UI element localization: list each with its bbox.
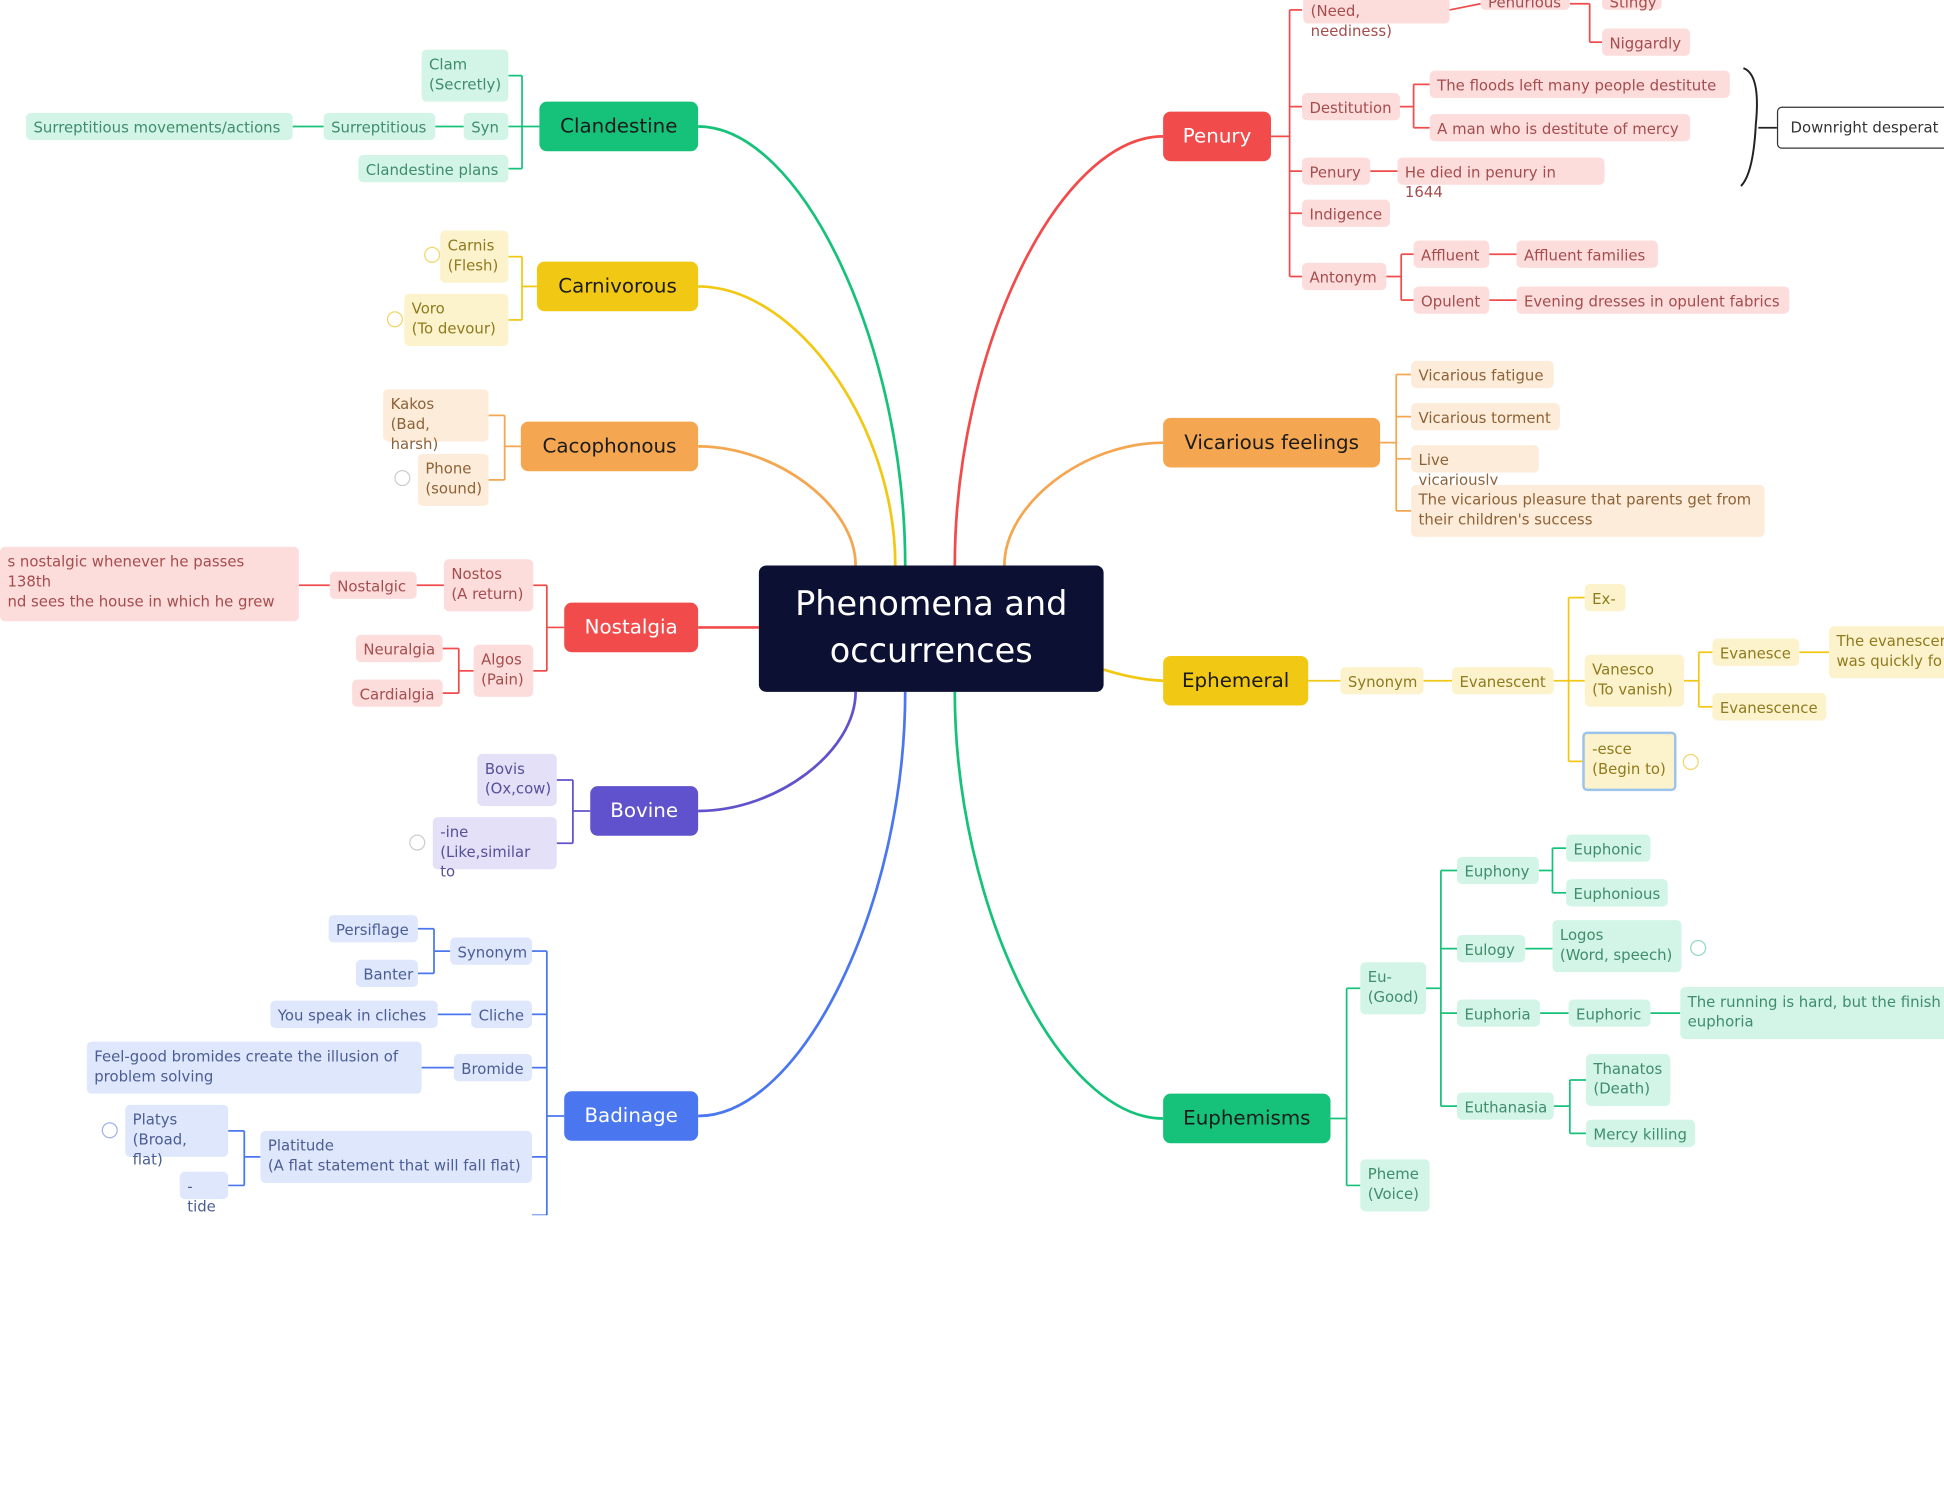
clandestine-plans[interactable]: Clandestine plans bbox=[358, 155, 509, 183]
topic-clandestine[interactable]: Clandestine bbox=[539, 101, 699, 152]
vicarious-torment[interactable]: Vicarious torment bbox=[1411, 403, 1560, 431]
badinage-synonym[interactable]: Synonym bbox=[450, 937, 532, 965]
euphemisms-eu[interactable]: Eu- (Good) bbox=[1360, 962, 1426, 1015]
cacophonous-kakos[interactable]: Kakos (Bad, harsh) bbox=[383, 389, 489, 453]
nostalgia-neuralgia[interactable]: Neuralgia bbox=[355, 634, 443, 663]
ephemeral-evanesce[interactable]: Evanesce bbox=[1712, 638, 1800, 666]
penury-penurious[interactable]: Penurious bbox=[1480, 0, 1570, 11]
cacophonous-phone[interactable]: Phone (sound) bbox=[417, 453, 489, 506]
vicarious-fatigue[interactable]: Vicarious fatigue bbox=[1411, 360, 1554, 389]
bovine-bovis[interactable]: Bovis (Ox,cow) bbox=[477, 753, 557, 806]
clandestine-surreptitious-movements[interactable]: Surreptitious movements/actions bbox=[26, 112, 293, 141]
connector bbox=[698, 691, 857, 813]
euphemisms-logos[interactable]: Logos (Word, speech) bbox=[1552, 920, 1682, 973]
euphemisms-mercy[interactable]: Mercy killing bbox=[1585, 1119, 1696, 1147]
ephemeral-ex[interactable]: Ex- bbox=[1584, 584, 1626, 612]
penury-man[interactable]: A man who is destitute of mercy bbox=[1429, 114, 1691, 142]
penury-opulent[interactable]: Opulent bbox=[1413, 286, 1490, 314]
nostalgia-cardialgia[interactable]: Cardialgia bbox=[352, 679, 443, 707]
badinage-tide[interactable]: -tide bbox=[179, 1171, 229, 1215]
badinage-persiflage[interactable]: Persiflage bbox=[328, 915, 418, 943]
nostalgia-nostos[interactable]: Nostos (A return) bbox=[443, 559, 534, 612]
ine-marker-icon[interactable] bbox=[409, 834, 426, 851]
carnis-marker-icon[interactable] bbox=[424, 246, 441, 263]
nostalgia-sentence[interactable]: s nostalgic whenever he passes 138th nd … bbox=[0, 546, 299, 622]
ephemeral-esce[interactable]: -esce (Begin to) bbox=[1582, 731, 1677, 792]
badinage-banter[interactable]: Banter bbox=[355, 959, 418, 988]
topic-ephemeral[interactable]: Ephemeral bbox=[1163, 655, 1309, 706]
ephemeral-evanescence[interactable]: Evanescence bbox=[1712, 693, 1827, 721]
penury-evening[interactable]: Evening dresses in opulent fabrics bbox=[1516, 286, 1790, 314]
penury-penury[interactable]: Penury bbox=[1302, 157, 1371, 185]
penury-floods[interactable]: The floods left many people destitute bbox=[1429, 70, 1730, 98]
penury-niggardly[interactable]: Niggardly bbox=[1602, 28, 1691, 56]
nostalgia-nostalgic[interactable]: Nostalgic bbox=[329, 571, 417, 599]
euphemisms-euphoria-example[interactable]: The running is hard, but the finish euph… bbox=[1680, 987, 1944, 1040]
badinage-bromide[interactable]: Bromide bbox=[453, 1054, 532, 1082]
penury-need[interactable]: (Need, neediness) bbox=[1303, 0, 1450, 40]
voro-marker-icon[interactable] bbox=[386, 311, 403, 328]
badinage-platys[interactable]: Platys (Broad, flat) bbox=[125, 1104, 229, 1169]
topic-nostalgia[interactable]: Nostalgia bbox=[564, 602, 699, 653]
euphemisms-euphoria[interactable]: Euphoria bbox=[1457, 999, 1541, 1027]
badinage-cliche[interactable]: Cliche bbox=[471, 1000, 532, 1028]
center-topic[interactable]: Phenomena and occurrences bbox=[758, 565, 1104, 692]
connector bbox=[698, 125, 907, 566]
euphemisms-pheme[interactable]: Pheme (Voice) bbox=[1360, 1159, 1430, 1212]
connector bbox=[1740, 67, 1758, 187]
topic-badinage[interactable]: Badinage bbox=[564, 1091, 699, 1141]
clandestine-surreptitious[interactable]: Surreptitious bbox=[323, 112, 436, 141]
badinage-bromide-example[interactable]: Feel-good bromides create the illusion o… bbox=[86, 1041, 422, 1094]
topic-cacophonous[interactable]: Cacophonous bbox=[520, 421, 699, 472]
penury-died[interactable]: He died in penury in 1644 bbox=[1397, 157, 1605, 201]
euphemisms-euphonious[interactable]: Euphonious bbox=[1566, 879, 1668, 907]
connector bbox=[1449, 2, 1481, 11]
connector bbox=[698, 691, 907, 1118]
ephemeral-vanesco[interactable]: Vanesco (To vanish) bbox=[1584, 654, 1684, 707]
bovine-ine[interactable]: -ine (Like,similar to bbox=[432, 817, 557, 881]
esce-marker-icon[interactable] bbox=[1682, 753, 1699, 771]
penury-antonym[interactable]: Antonym bbox=[1302, 262, 1387, 291]
euphemisms-euthanasia[interactable]: Euthanasia bbox=[1457, 1092, 1554, 1120]
topic-vicarious-feelings[interactable]: Vicarious feelings bbox=[1163, 417, 1381, 468]
platys-marker-icon[interactable] bbox=[101, 1122, 118, 1139]
connector bbox=[698, 285, 897, 566]
vicarious-pleasure[interactable]: The vicarious pleasure that parents get … bbox=[1411, 484, 1765, 537]
penury-summary[interactable]: Downright desperat bbox=[1776, 106, 1944, 149]
nostalgia-algos[interactable]: Algos (Pain) bbox=[473, 644, 534, 697]
ephemeral-synonym[interactable]: Synonym bbox=[1340, 667, 1424, 695]
euphemisms-euphonic[interactable]: Euphonic bbox=[1566, 834, 1651, 862]
ephemeral-evanesce-example[interactable]: The evanescer was quickly fo bbox=[1829, 626, 1944, 679]
ephemeral-evanescent[interactable]: Evanescent bbox=[1452, 667, 1554, 695]
clandestine-clam[interactable]: Clam (Secretly) bbox=[421, 49, 509, 102]
phone-marker-icon[interactable] bbox=[394, 469, 411, 487]
connector bbox=[1003, 441, 1164, 566]
badinage-cliche-example[interactable]: You speak in cliches bbox=[270, 1000, 438, 1028]
penury-destitution[interactable]: Destitution bbox=[1302, 93, 1400, 121]
penury-stingy[interactable]: Stingy bbox=[1602, 0, 1662, 11]
connector bbox=[953, 135, 1164, 566]
carnivorous-carnis[interactable]: Carnis (Flesh) bbox=[440, 230, 509, 283]
topic-bovine[interactable]: Bovine bbox=[590, 786, 699, 836]
topic-carnivorous[interactable]: Carnivorous bbox=[536, 261, 699, 312]
euphemisms-eulogy[interactable]: Eulogy bbox=[1457, 934, 1526, 963]
connector bbox=[953, 691, 1164, 1120]
euphemisms-euphony[interactable]: Euphony bbox=[1457, 856, 1539, 885]
connector bbox=[1103, 668, 1164, 683]
clandestine-syn[interactable]: Syn bbox=[463, 112, 509, 141]
penury-affluent-families[interactable]: Affluent families bbox=[1516, 240, 1658, 268]
euphemisms-thanatos[interactable]: Thanatos (Death) bbox=[1585, 1054, 1671, 1107]
topic-euphemisms[interactable]: Euphemisms bbox=[1163, 1093, 1331, 1144]
topic-penury[interactable]: Penury bbox=[1163, 111, 1271, 162]
logos-marker-icon[interactable] bbox=[1690, 939, 1707, 957]
vicarious-live[interactable]: Live vicariously bbox=[1411, 445, 1539, 489]
badinage-platitude[interactable]: Platitude (A flat statement that will fa… bbox=[260, 1130, 532, 1183]
carnivorous-voro[interactable]: Voro (To devour) bbox=[404, 293, 509, 346]
connector-lines bbox=[228, 2, 1830, 1216]
connector bbox=[698, 445, 857, 566]
penury-affluent[interactable]: Affluent bbox=[1413, 240, 1490, 268]
penury-indigence[interactable]: Indigence bbox=[1302, 199, 1391, 227]
euphemisms-euphoric[interactable]: Euphoric bbox=[1568, 999, 1651, 1027]
